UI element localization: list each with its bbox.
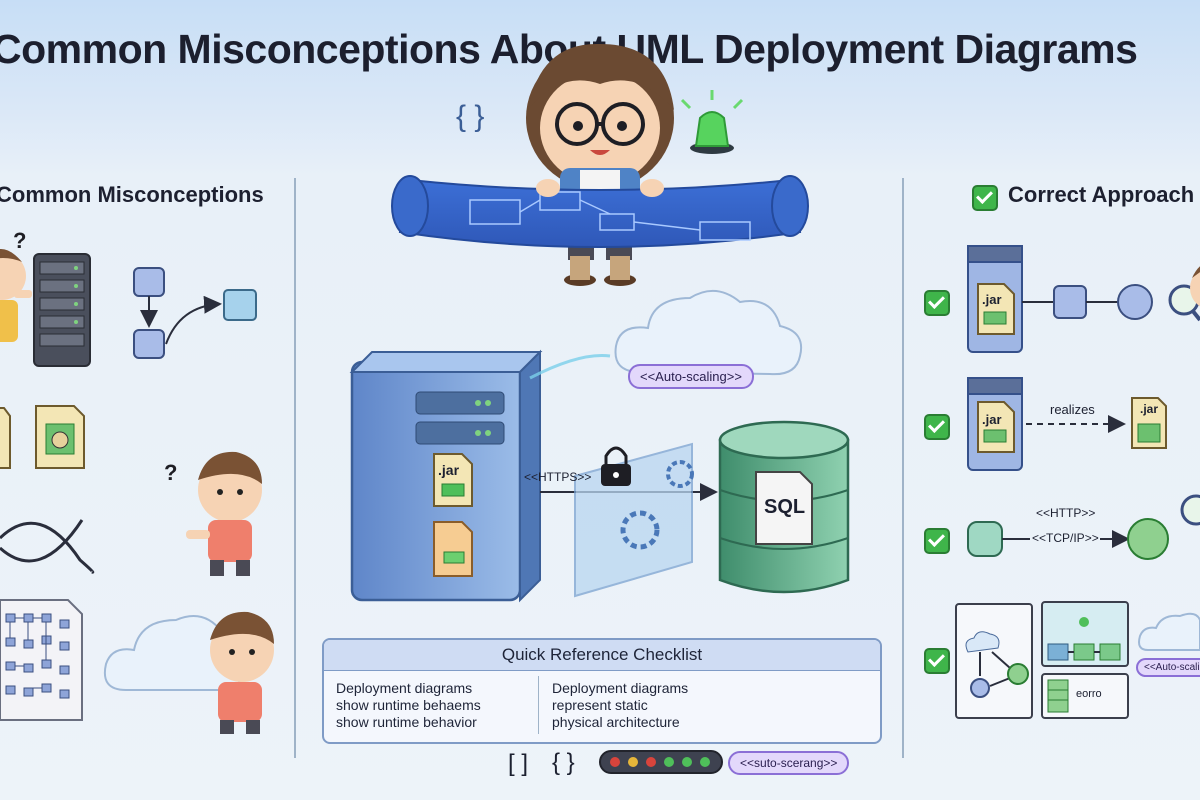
left-kid-3 (210, 611, 274, 734)
divider-right (902, 178, 904, 758)
svg-text:?: ? (164, 460, 177, 485)
store-label: eorro (1076, 688, 1102, 700)
right-column-header: Correct Approach (1008, 182, 1195, 207)
artifact-jar-label: .jar (438, 462, 460, 478)
check-icon-row-3 (924, 528, 950, 554)
brackets-icon: [ ] (508, 750, 529, 777)
braces-footer-icon: { } (552, 749, 575, 776)
check-icon-row-1 (924, 290, 950, 316)
left-column-header: Common Misconceptions (0, 182, 264, 207)
status-light (664, 757, 674, 767)
realizes-label: realizes (1050, 402, 1095, 417)
footer-stereotype: <<suto-scerang>> (728, 751, 850, 775)
checklist-correct-text: Deployment diagrams represent static phy… (552, 680, 689, 730)
server-node (349, 349, 543, 603)
svg-text:?: ? (13, 228, 26, 253)
status-strip (599, 750, 723, 774)
correct-row-3 (967, 494, 1200, 560)
autoscaling-stereotype: <<Auto-scaling>> (628, 364, 754, 389)
checklist-divider (538, 676, 539, 734)
https-label: <<HTTPS>> (524, 470, 592, 484)
quick-reference-checklist: Quick Reference Checklist Deployment dia… (322, 638, 882, 744)
correct-header-check-icon (972, 185, 998, 211)
correct-row-4 (955, 601, 1200, 719)
check-icon-row-4 (924, 648, 950, 674)
row2-target-jar-label: .jar (1140, 402, 1159, 416)
status-light (682, 757, 692, 767)
blueprint-scroll (391, 175, 809, 248)
status-light (628, 757, 638, 767)
autoscaling-small-stereotype: <<Auto-scaling (1136, 658, 1200, 677)
status-light (646, 757, 656, 767)
developer-character (526, 43, 674, 286)
row1-jar-label: .jar (982, 292, 1002, 307)
braces-icon: { } (456, 100, 485, 133)
right-kid-peek (1190, 266, 1200, 307)
correct-row-1 (967, 245, 1200, 353)
green-beacon-icon (680, 90, 744, 154)
checklist-misconception-text: Deployment diagrams show runtime behaems… (336, 680, 481, 730)
misconception-flow (133, 267, 257, 359)
status-light (610, 757, 620, 767)
correct-row-2 (967, 377, 1167, 471)
tangled-lines (0, 519, 95, 574)
checklist-title: Quick Reference Checklist (324, 640, 880, 671)
left-kid-2 (186, 451, 262, 576)
cloud-node (614, 290, 802, 376)
sql-label: SQL (764, 496, 806, 518)
complex-grid-doc (0, 599, 83, 721)
tcpip-label: <<TCP/IP>> (1032, 531, 1099, 545)
left-kid-1 (0, 249, 32, 342)
divider-left (294, 178, 296, 758)
check-icon-row-2 (924, 414, 950, 440)
row2-jar-label: .jar (982, 412, 1002, 427)
server-rack (33, 253, 91, 367)
artifact-files-left (0, 405, 85, 469)
lock-icon (601, 446, 631, 486)
database-node (718, 420, 850, 594)
firewall (574, 442, 694, 598)
status-light (700, 757, 710, 767)
http-label: <<HTTP>> (1036, 506, 1096, 520)
